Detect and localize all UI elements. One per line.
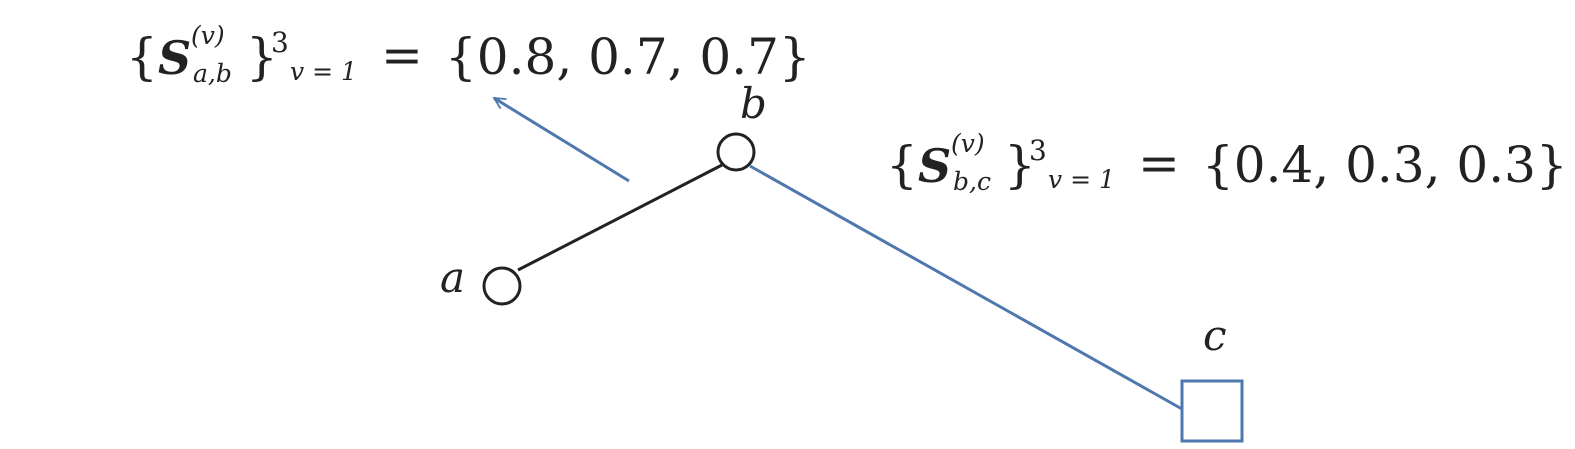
svg-text:=: = [381, 26, 423, 84]
node-b [716, 132, 756, 172]
svg-text:{: { [886, 136, 918, 194]
svg-text:b,c: b,c [953, 167, 991, 196]
svg-text:3: 3 [271, 26, 289, 59]
svg-text:}: } [246, 28, 278, 86]
svg-text:a,b: a,b [193, 59, 232, 88]
svg-text:(v): (v) [951, 129, 985, 158]
svg-text:(v): (v) [191, 21, 225, 50]
node-c [1180, 379, 1244, 443]
node-a-label: a [440, 253, 465, 302]
node-a [482, 266, 522, 306]
formula-ab: { S (v) a,b } 3 v = 1 = {0.8, 0.7, 0.7} [126, 21, 811, 88]
edge-a-b [517, 163, 723, 272]
edge-b-c [749, 164, 1183, 411]
svg-text:S: S [158, 31, 191, 85]
arrow-to-formula-ab [494, 96, 630, 183]
node-c-label: c [1203, 311, 1227, 360]
svg-text:=: = [1138, 134, 1180, 192]
svg-text:v = 1: v = 1 [290, 57, 357, 86]
formula-bc: { S (v) b,c } 3 v = 1 = {0.4, 0.3, 0.3} [886, 129, 1568, 196]
svg-text:{: { [126, 28, 158, 86]
svg-text:}: } [1004, 136, 1036, 194]
svg-text:3: 3 [1029, 134, 1047, 167]
node-b-label: b [740, 79, 767, 128]
svg-text:{0.4, 0.3, 0.3}: {0.4, 0.3, 0.3} [1202, 136, 1568, 194]
svg-text:{0.8, 0.7, 0.7}: {0.8, 0.7, 0.7} [445, 28, 811, 86]
svg-text:v = 1: v = 1 [1048, 165, 1115, 194]
svg-text:S: S [918, 139, 951, 193]
